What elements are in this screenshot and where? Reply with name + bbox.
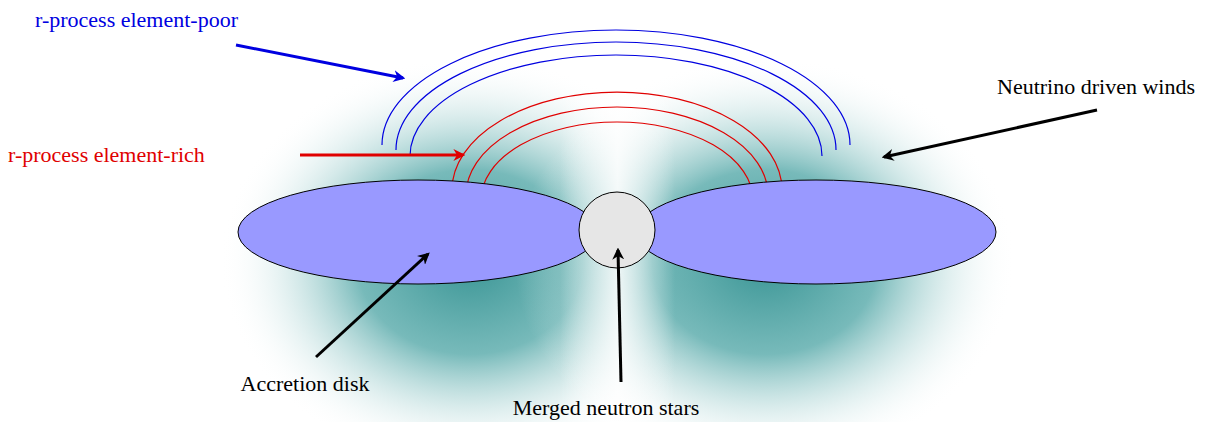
callout-label: r-process element-rich (8, 143, 205, 167)
callout-label: Accretion disk (241, 372, 370, 396)
leader-arrows (236, 45, 1097, 382)
callout-label: Neutrino driven winds (997, 75, 1195, 99)
callout-label: Merged neutron stars (513, 396, 700, 420)
element-rich-arcs (452, 92, 782, 200)
neutrino-wind-glow (220, 40, 1015, 422)
callout-label: r-process element-poor (35, 8, 238, 32)
element-poor-arcs (382, 30, 850, 156)
